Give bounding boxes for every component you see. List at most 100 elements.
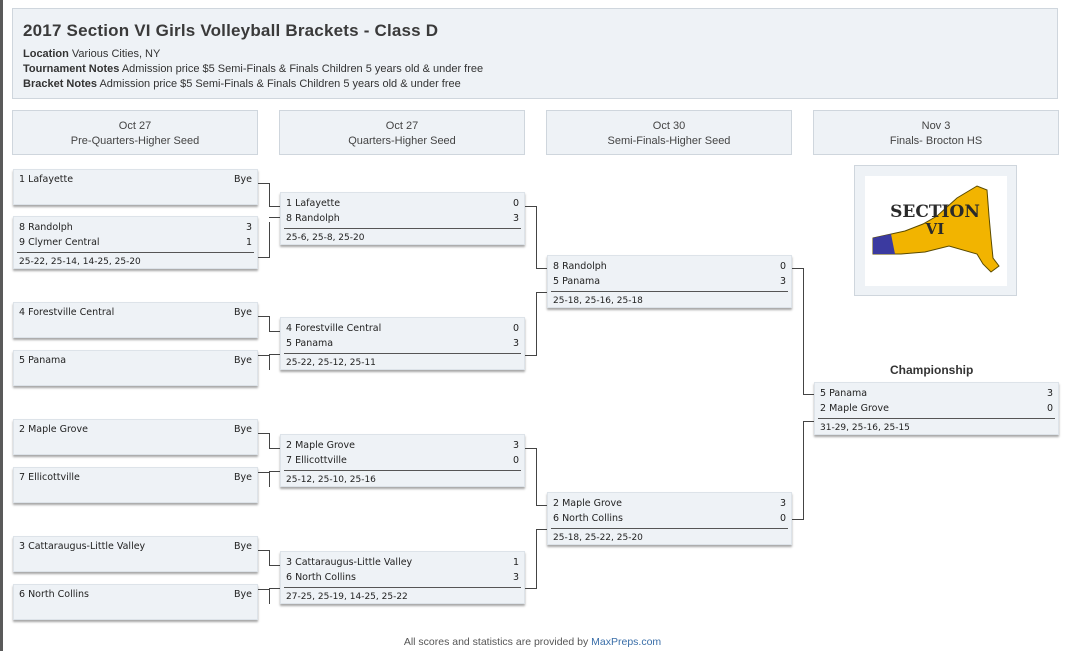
bracket-connector [536, 268, 547, 269]
team-name: 2 Maple Grove [820, 403, 889, 414]
team-name: 7 Ellicottville [19, 472, 80, 483]
bracket-connector [258, 183, 270, 207]
bracket-notes-value: Admission price $5 Semi-Finals & Finals … [99, 78, 461, 90]
team-score: 3 [512, 213, 519, 224]
window-edge [0, 0, 3, 651]
team-row: 2 Maple Grove 0 [815, 401, 1058, 416]
round-date: Oct 27 [385, 120, 419, 132]
team-name: 2 Maple Grove [19, 424, 88, 435]
state-shape [872, 185, 1000, 273]
round-name: Semi-Finals-Higher Seed [607, 135, 731, 147]
bracket-connector [269, 565, 280, 566]
logo-line2: VI [925, 220, 945, 238]
matchup-pre-quarters[interactable]: 1 Lafayette Bye [13, 169, 258, 205]
matchup-pre-quarters[interactable]: 5 Panama Bye [13, 350, 258, 386]
bracket-connector [258, 316, 270, 332]
team-score: 3 [779, 498, 786, 509]
location-line: Location Various Cities, NY [23, 47, 1047, 62]
game-scores: 25-6, 25-8, 25-20 [284, 228, 521, 244]
region-shape [873, 234, 895, 254]
bracket-connector [269, 331, 280, 332]
team-score: Bye [234, 424, 252, 435]
team-name: 8 Randolph [19, 222, 73, 233]
team-row: 1 Lafayette Bye [14, 172, 257, 187]
team-name: 5 Panama [820, 388, 868, 399]
team-row: 5 Panama Bye [14, 353, 257, 368]
bracket-connector [269, 206, 280, 207]
bracket-connector [258, 550, 270, 566]
bracket-connector [536, 505, 547, 506]
team-name: 5 Panama [19, 355, 67, 366]
game-scores: 25-22, 25-14, 14-25, 25-20 [17, 252, 254, 268]
team-score: 3 [779, 276, 786, 287]
location-value: Various Cities, NY [71, 48, 161, 60]
bracket-connector [525, 529, 537, 589]
team-score: 0 [1046, 403, 1053, 414]
bracket-connector [269, 588, 280, 589]
round-name: Finals- Brocton HS [889, 135, 983, 147]
bracket-connector [525, 448, 537, 506]
team-name: 4 Forestville Central [19, 307, 115, 318]
bracket-connector [525, 292, 537, 356]
round-name: Pre-Quarters-Higher Seed [70, 135, 200, 147]
round-date: Oct 30 [652, 120, 686, 132]
game-scores: 25-18, 25-22, 25-20 [551, 528, 788, 544]
team-row: 3 Cattaraugus-Little Valley Bye [14, 539, 257, 554]
team-name: 3 Cattaraugus-Little Valley [286, 557, 413, 568]
team-score: Bye [234, 541, 252, 552]
maxpreps-link[interactable]: MaxPreps.com [591, 636, 662, 648]
team-score: Bye [234, 174, 252, 185]
bracket-connector [258, 222, 270, 258]
team-score: 3 [512, 338, 519, 349]
bracket-connector [525, 206, 537, 269]
bracket-connector [269, 354, 280, 355]
team-row: 5 Panama 3 [281, 336, 524, 351]
team-name: 5 Panama [553, 276, 601, 287]
footer-credit: All scores and statistics are provided b… [0, 636, 1065, 648]
logo-line1: SECTION [890, 202, 980, 222]
bracket-connector [803, 421, 814, 422]
round-header-pre-quarters: Oct 27 Pre-Quarters-Higher Seed [12, 110, 258, 155]
matchup-pre-quarters[interactable]: 3 Cattaraugus-Little Valley Bye [13, 536, 258, 572]
team-score: 0 [512, 198, 519, 209]
team-name: 2 Maple Grove [553, 498, 622, 509]
team-name: 3 Cattaraugus-Little Valley [19, 541, 146, 552]
new-york-state-icon: SECTION VI [872, 185, 1000, 273]
team-name: 6 North Collins [19, 589, 89, 600]
championship-title: Championship [890, 363, 974, 377]
game-scores: 25-18, 25-16, 25-18 [551, 291, 788, 307]
bracket-header: 2017 Section VI Girls Volleyball Bracket… [12, 8, 1058, 99]
team-name: 5 Panama [286, 338, 334, 349]
team-name: 1 Lafayette [19, 174, 74, 185]
team-score: 3 [512, 440, 519, 451]
team-score: 0 [779, 261, 786, 272]
matchup-pre-quarters[interactable]: 2 Maple Grove Bye [13, 419, 258, 455]
team-score: 1 [245, 237, 252, 248]
bracket-connector [792, 268, 804, 395]
team-score: Bye [234, 355, 252, 366]
section-vi-logo: SECTION VI [854, 165, 1017, 296]
bracket-connector [792, 421, 804, 520]
game-scores: 25-22, 25-12, 25-11 [284, 353, 521, 369]
bracket-notes-label: Bracket Notes [23, 78, 97, 90]
